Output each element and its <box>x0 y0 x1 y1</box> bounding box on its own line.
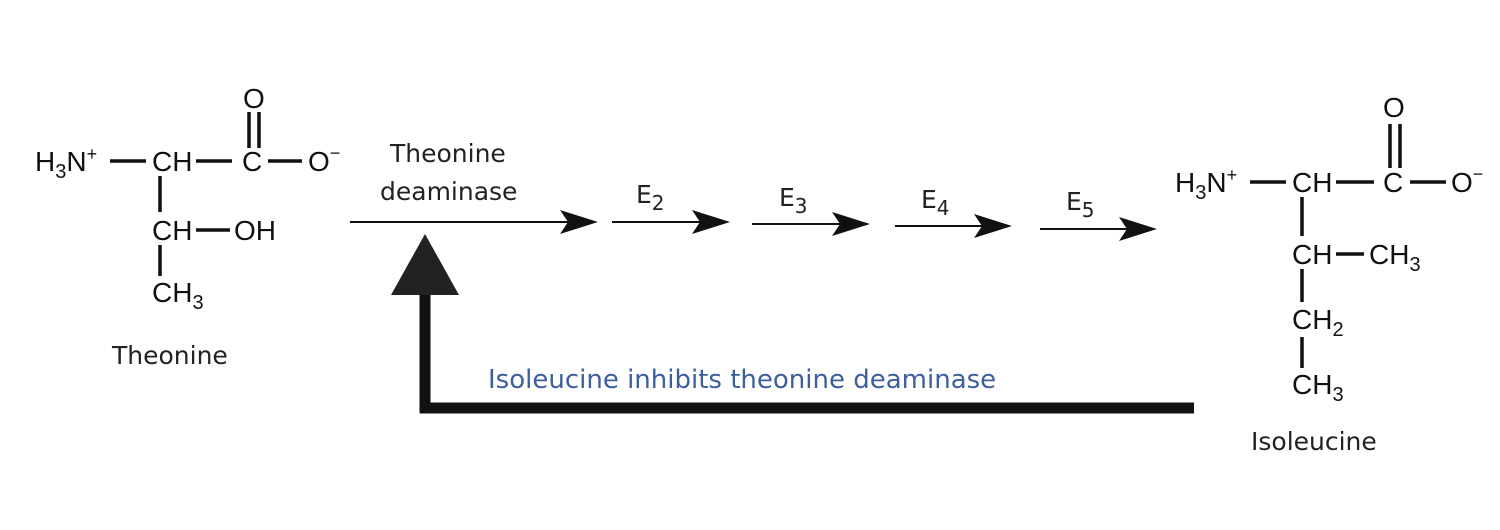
step2-enzyme: E2 <box>636 180 665 215</box>
step1-enzyme-line2: deaminase <box>380 177 517 206</box>
isoleucine-alpha-carbon: CH <box>1292 167 1332 198</box>
isoleucine-carbonyl-carbon: C <box>1383 167 1403 198</box>
threonine-name: Theonine <box>111 341 228 370</box>
threonine-carbonyl-oxygen: O <box>243 83 265 114</box>
isoleucine-structure: H3N+ CH C O O− CH CH3 CH2 CH3 Isoleucine <box>1175 92 1483 456</box>
step5-enzyme: E5 <box>1066 187 1095 222</box>
threonine-carboxylate-oxygen: O− <box>308 143 340 177</box>
step3-arrowhead-icon <box>832 212 870 236</box>
threonine-methyl: CH3 <box>152 277 204 314</box>
threonine-carbonyl-carbon: C <box>242 146 262 177</box>
threonine-structure: H3N+ CH C O O− CH OH CH3 Theonine <box>35 83 340 370</box>
isoleucine-gamma-carbon: CH2 <box>1292 304 1344 341</box>
step3-enzyme: E3 <box>779 183 808 218</box>
isoleucine-beta-methyl: CH3 <box>1369 239 1421 276</box>
threonine-hydroxyl: OH <box>234 215 276 246</box>
isoleucine-carboxylate-oxygen: O− <box>1451 164 1483 198</box>
threonine-ammonium: H3N+ <box>35 144 97 183</box>
isoleucine-beta-carbon: CH <box>1292 239 1332 270</box>
isoleucine-carbonyl-oxygen: O <box>1383 92 1405 123</box>
feedback-inhibition: Isoleucine inhibits theonine deaminase <box>391 234 1194 414</box>
step1-arrowhead-icon <box>560 210 598 234</box>
feedback-label: Isoleucine inhibits theonine deaminase <box>488 365 996 395</box>
step4-arrowhead-icon <box>974 214 1012 238</box>
feedback-arrowhead-icon <box>391 234 459 295</box>
threonine-beta-carbon: CH <box>152 215 192 246</box>
step4-enzyme: E4 <box>921 185 950 220</box>
pathway-steps: Theonine deaminase E2 E3 E4 E5 <box>350 139 1157 241</box>
threonine-alpha-carbon: CH <box>152 146 192 177</box>
step5-arrowhead-icon <box>1119 217 1157 241</box>
isoleucine-ammonium: H3N+ <box>1175 165 1237 204</box>
isoleucine-delta-methyl: CH3 <box>1292 369 1344 406</box>
step1-enzyme-line1: Theonine <box>389 139 506 168</box>
isoleucine-name: Isoleucine <box>1251 427 1377 456</box>
step2-arrowhead-icon <box>692 210 730 234</box>
